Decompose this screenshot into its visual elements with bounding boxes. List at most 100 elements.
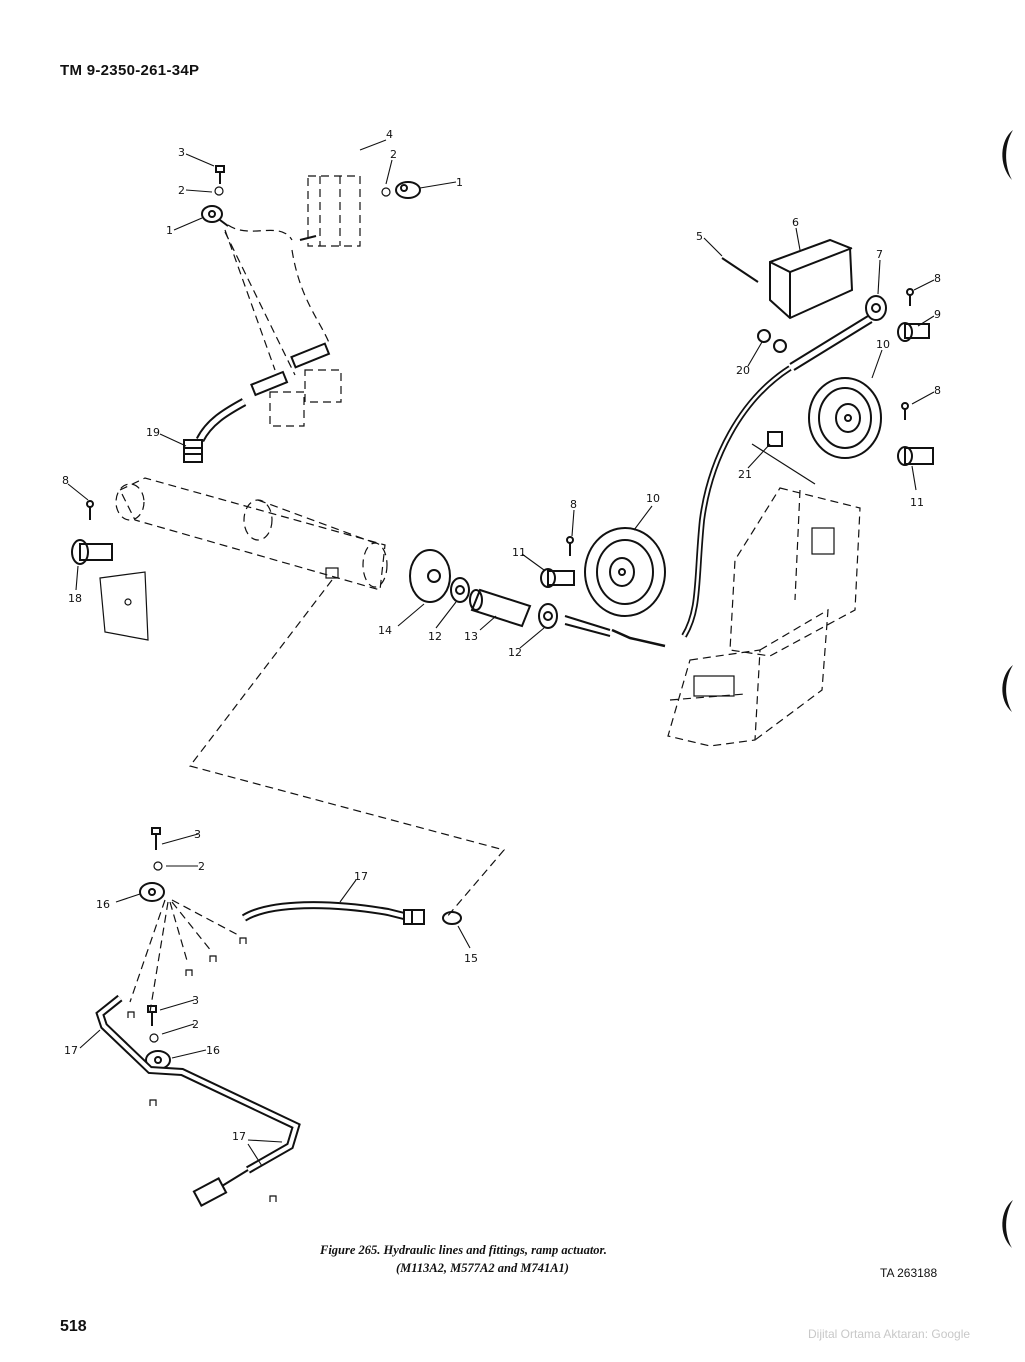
document-number: TM 9-2350-261-34P	[60, 62, 200, 79]
hose-loop	[291, 136, 367, 256]
screw	[299, 235, 317, 241]
callout-2: 2	[192, 1018, 199, 1031]
leader-line	[291, 249, 331, 346]
cotter-pin	[566, 536, 574, 556]
pin-rod	[721, 257, 759, 283]
callout-21: 21	[738, 468, 752, 481]
callout-4: 4	[386, 128, 393, 141]
tube-sleeve	[290, 342, 331, 369]
nut	[538, 603, 558, 629]
fitting	[183, 439, 203, 463]
callout-18: 18	[68, 592, 82, 605]
callout-1: 1	[456, 176, 463, 189]
callout-15: 15	[464, 952, 478, 965]
leader-line	[171, 901, 213, 953]
callout-12: 12	[428, 630, 442, 643]
callout-17: 17	[232, 1130, 246, 1143]
screw	[151, 827, 161, 850]
clamp	[139, 882, 165, 902]
actuator-cylinder-dashed	[115, 477, 388, 591]
callout-19: 19	[146, 426, 160, 439]
bracket-top-dashed	[307, 175, 361, 247]
cotter-pin	[86, 500, 94, 520]
binding-mark	[1002, 665, 1013, 712]
callout-17: 17	[354, 870, 368, 883]
threaded-rod	[564, 615, 666, 648]
bracket-plate	[693, 675, 735, 697]
callout-2: 2	[390, 148, 397, 161]
nut	[757, 329, 787, 353]
fitting	[192, 1169, 249, 1207]
callout-3: 3	[192, 994, 199, 1007]
figure-caption-models: (M113A2, M577A2 and M741A1)	[396, 1261, 569, 1275]
hose-loop-inner	[289, 135, 369, 256]
tube-inner	[97, 996, 299, 1172]
callout-8: 8	[570, 498, 577, 511]
washer	[149, 1033, 159, 1043]
bracket-plate	[811, 527, 835, 555]
leader-line	[169, 901, 189, 965]
leader-line	[171, 899, 241, 937]
callout-1: 1	[166, 224, 173, 237]
tube-inner	[242, 903, 405, 920]
grease-fitting	[767, 431, 783, 447]
fitting	[403, 909, 425, 925]
cotter-pin	[906, 288, 914, 306]
digitization-credit: Dijital Ortama Aktaran: Google	[808, 1327, 971, 1341]
leader-line	[227, 224, 293, 241]
fitting	[442, 911, 462, 925]
callout-16: 16	[206, 1044, 220, 1057]
callout-13: 13	[464, 630, 478, 643]
binding-mark	[1002, 130, 1013, 180]
leader-line	[129, 899, 166, 1003]
screw	[215, 165, 225, 184]
callout-12: 12	[508, 646, 522, 659]
leader-line	[224, 229, 276, 371]
cylinder-port	[325, 567, 339, 579]
coupling	[469, 588, 532, 628]
clamp	[395, 181, 421, 199]
callout-2: 2	[178, 184, 185, 197]
bracket-channel	[769, 238, 854, 320]
callout-6: 6	[792, 216, 799, 229]
callout-11: 11	[512, 546, 526, 559]
callout-2: 2	[198, 860, 205, 873]
hose-inner	[197, 399, 246, 442]
callout-16: 16	[96, 898, 110, 911]
callout-20: 20	[736, 364, 750, 377]
page-number: 518	[60, 1318, 87, 1335]
art-number: TA 263188	[880, 1266, 938, 1280]
bracket-dashed	[269, 369, 342, 427]
callout-10: 10	[876, 338, 890, 351]
pin	[71, 539, 113, 565]
callout-14: 14	[378, 624, 392, 637]
callout-3: 3	[194, 828, 201, 841]
leader-line	[751, 443, 816, 485]
callout-8: 8	[934, 272, 941, 285]
callout-8: 8	[62, 474, 69, 487]
cable-inner	[682, 366, 791, 637]
screw	[147, 1005, 157, 1026]
washer	[381, 187, 391, 197]
callout-17: 17	[64, 1044, 78, 1057]
washer	[153, 861, 163, 871]
pin	[897, 446, 934, 466]
leader-line	[149, 901, 169, 1013]
callout-5: 5	[696, 230, 703, 243]
tube-sleeve	[250, 370, 289, 397]
leader-line	[188, 579, 506, 919]
rod-end	[789, 295, 887, 371]
callout-10: 10	[646, 492, 660, 505]
pulley	[808, 377, 882, 459]
pin	[540, 568, 575, 588]
callout-11: 11	[910, 496, 924, 509]
bracket-clip	[127, 937, 277, 1202]
leader-line	[224, 231, 296, 376]
figure-caption: Figure 265. Hydraulic lines and fittings…	[320, 1243, 607, 1257]
callout-9: 9	[934, 308, 941, 321]
bracket-left	[99, 571, 149, 641]
pulley	[584, 527, 666, 617]
spacer-disc	[409, 549, 451, 603]
callout-7: 7	[876, 248, 883, 261]
callout-3: 3	[178, 146, 185, 159]
